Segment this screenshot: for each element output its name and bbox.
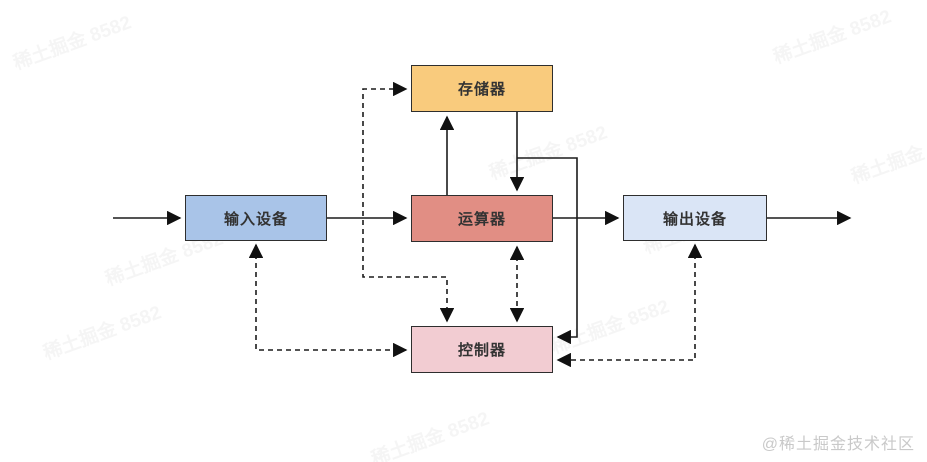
node-memory: 存储器 [411, 65, 553, 112]
node-controller-label: 控制器 [457, 342, 506, 359]
edge-controller-input [248, 243, 408, 358]
node-memory-label: 存储器 [457, 81, 506, 98]
node-alu-label: 运算器 [457, 211, 506, 228]
node-output-device: 输出设备 [623, 195, 767, 241]
node-input-device: 输入设备 [185, 195, 327, 241]
node-alu: 运算器 [411, 195, 553, 242]
node-output-device-label: 输出设备 [662, 210, 727, 228]
corner-watermark: @稀土掘金技术社区 [761, 436, 915, 453]
node-input-device-label: 输入设备 [223, 210, 288, 228]
edge-memory-to-controller [517, 157, 578, 345]
node-controller: 控制器 [411, 326, 553, 373]
edge-controller-output [556, 243, 703, 368]
